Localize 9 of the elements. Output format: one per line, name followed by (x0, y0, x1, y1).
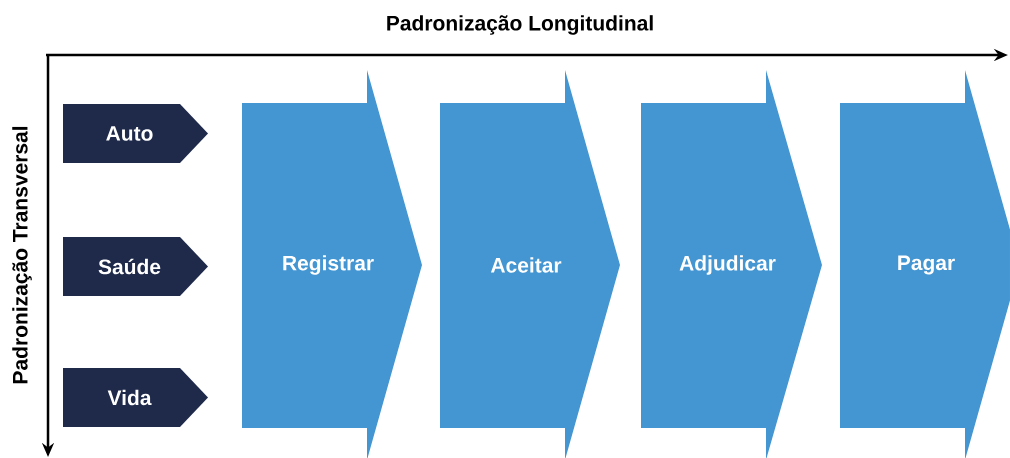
category-tag: Saúde (63, 237, 208, 296)
axis-label: Padronização Longitudinal (387, 15, 653, 35)
process-step: Pagar (840, 70, 1010, 458)
process-step: Registrar (242, 70, 422, 458)
process-step: Aceitar (440, 70, 620, 458)
category-tag: Vida (63, 368, 208, 427)
process-step: Adjudicar (641, 70, 822, 458)
category-tag: Auto (63, 104, 208, 163)
axis-label: Padronização Transversal (12, 126, 32, 384)
